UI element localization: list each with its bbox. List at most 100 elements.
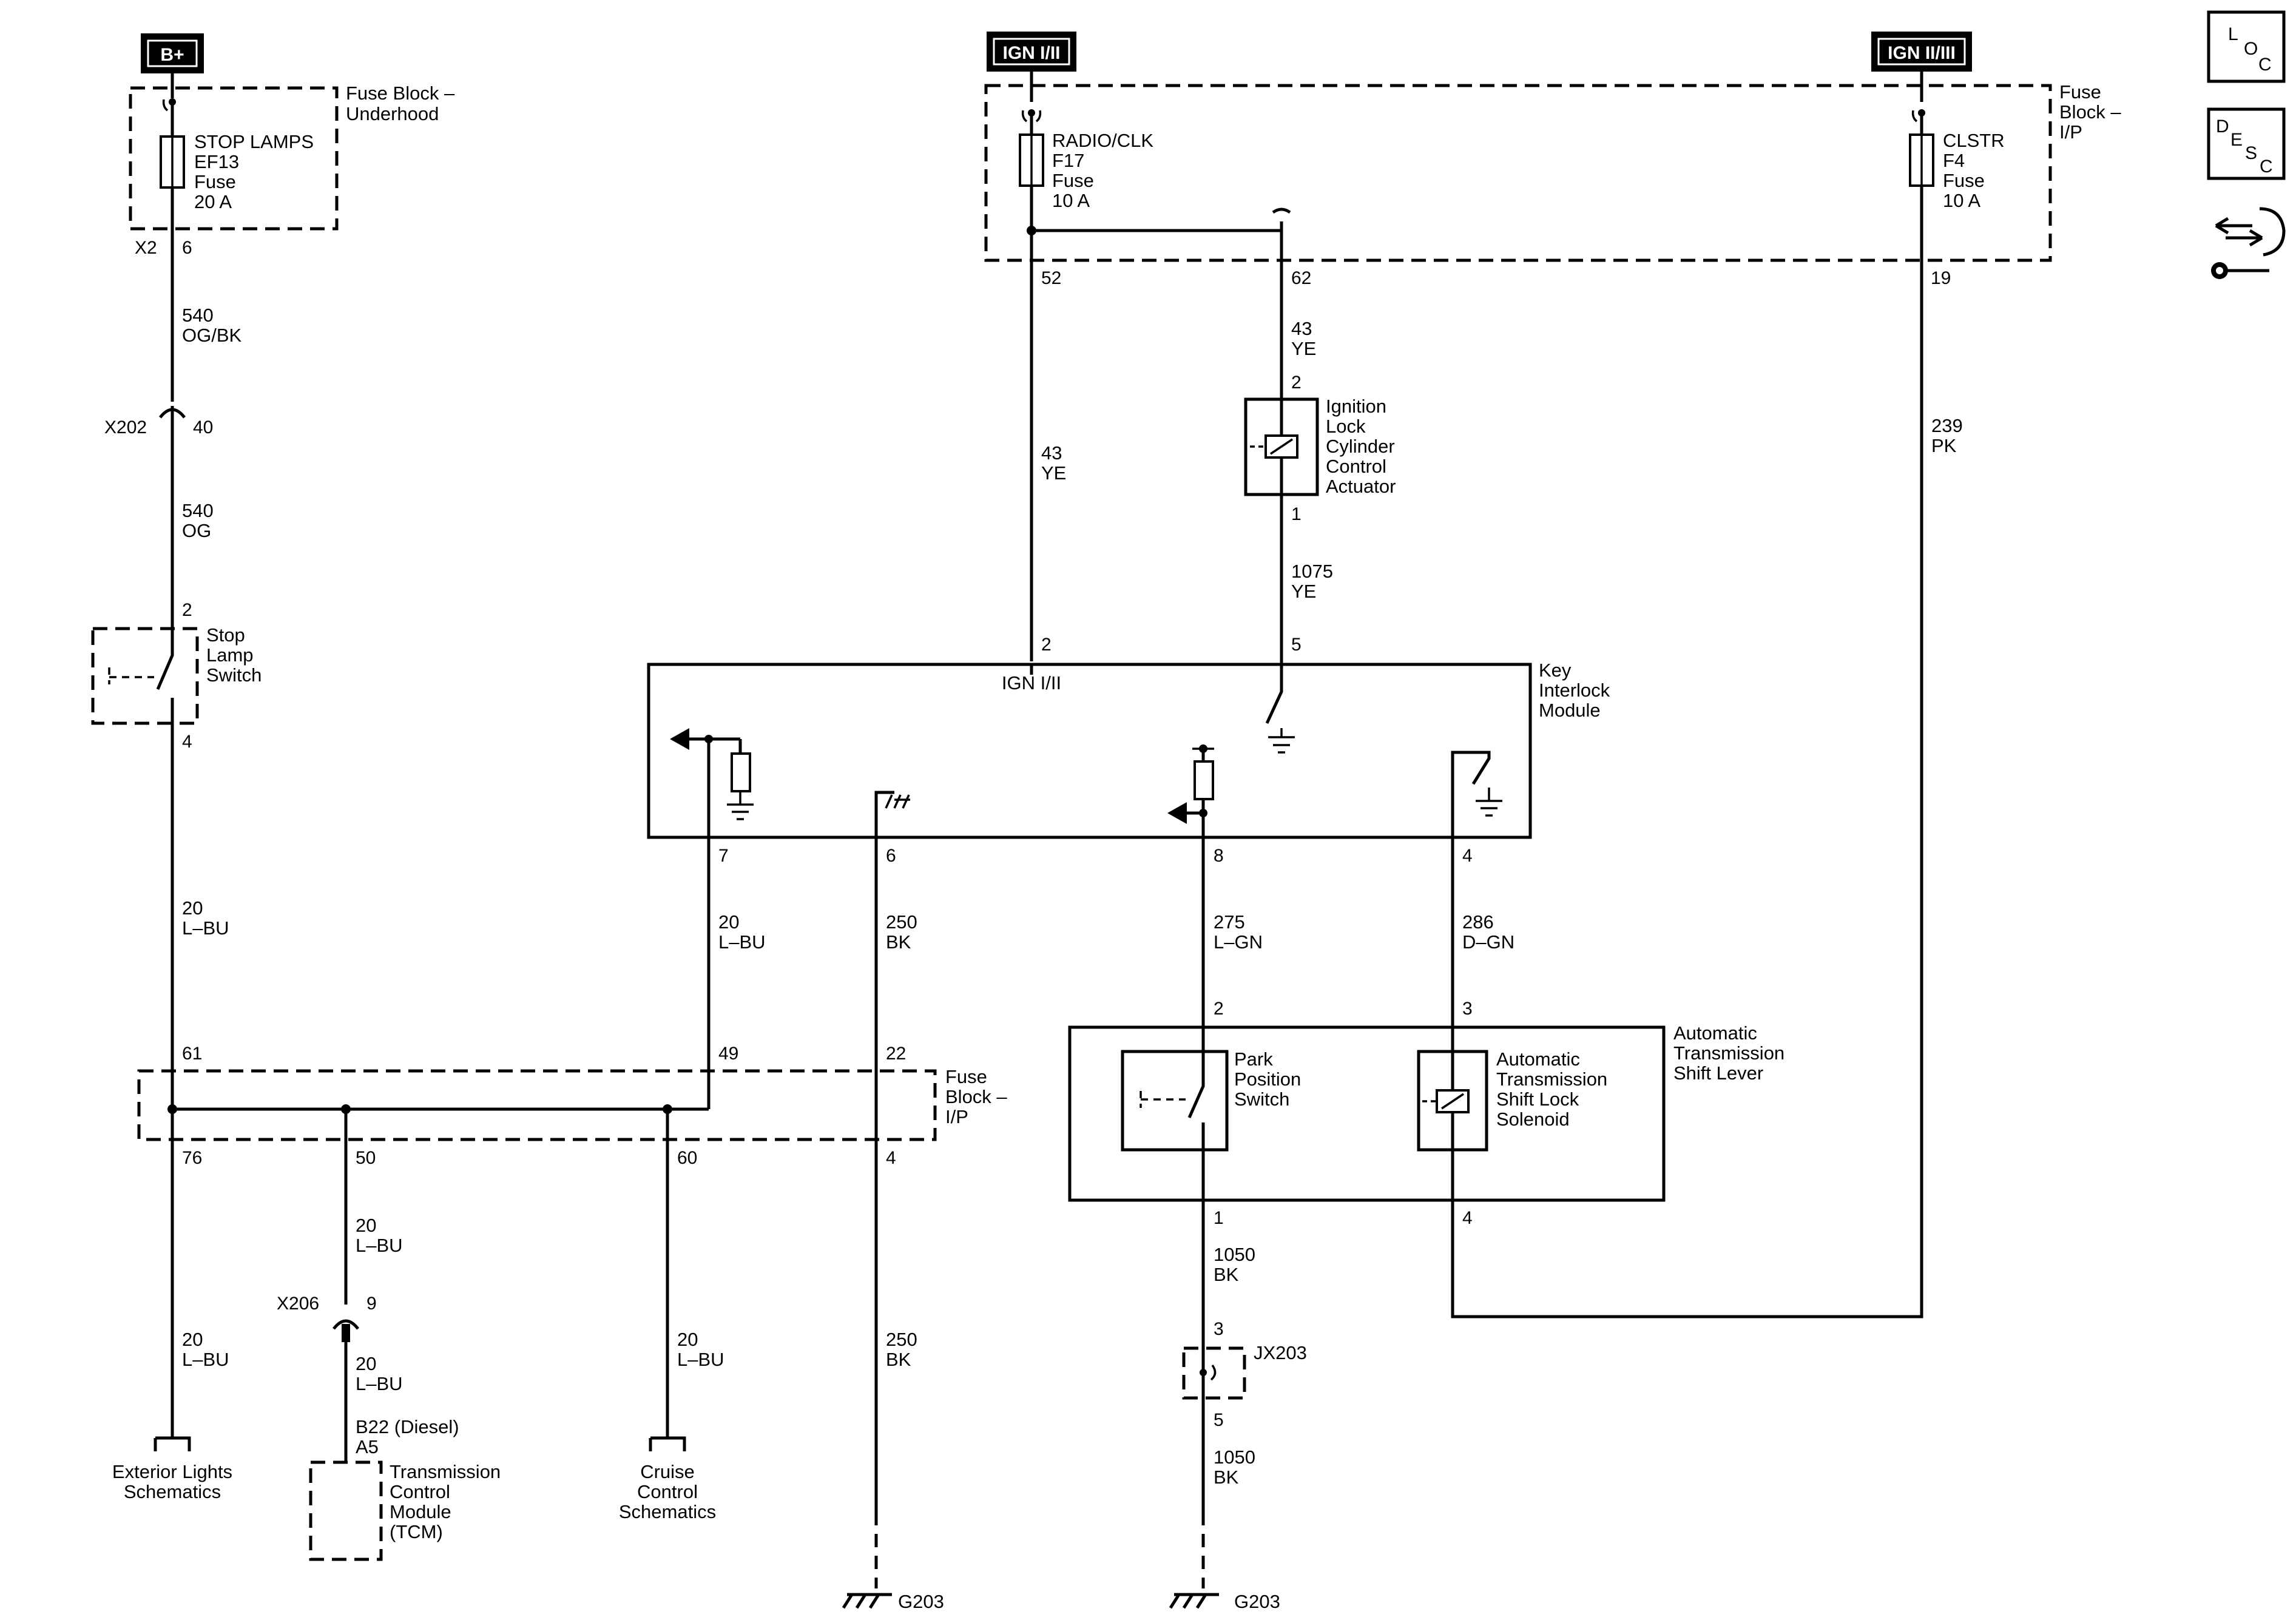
svg-text:10 A: 10 A bbox=[1943, 190, 1980, 211]
svg-text:Interlock: Interlock bbox=[1539, 680, 1610, 701]
desc-icon[interactable]: D E S C bbox=[2207, 107, 2286, 180]
park-position-switch-box bbox=[1121, 1050, 1229, 1152]
svg-text:1: 1 bbox=[1291, 504, 1302, 524]
svg-text:Stop: Stop bbox=[206, 624, 245, 646]
svg-text:IGN I/II: IGN I/II bbox=[1002, 672, 1061, 694]
svg-text:6: 6 bbox=[886, 846, 896, 866]
svg-text:CLSTR: CLSTR bbox=[1943, 130, 2005, 151]
svg-text:Fuse: Fuse bbox=[1943, 170, 1985, 191]
svg-text:E: E bbox=[2230, 130, 2243, 150]
svg-text:L: L bbox=[2228, 24, 2238, 44]
svg-text:YE: YE bbox=[1291, 581, 1316, 602]
svg-text:4: 4 bbox=[1462, 1208, 1473, 1228]
svg-text:C: C bbox=[2260, 157, 2273, 177]
key-interlock-module-box bbox=[647, 663, 1532, 839]
jx203-label: JX203 bbox=[1254, 1342, 1307, 1363]
svg-text:B22 (Diesel): B22 (Diesel) bbox=[356, 1416, 459, 1437]
svg-text:Schematics[interactable]: Schematics bbox=[619, 1501, 716, 1522]
svg-text:Actuator: Actuator bbox=[1326, 476, 1396, 497]
svg-text:Fuse: Fuse bbox=[1052, 170, 1094, 191]
park-switch-contact bbox=[1187, 1027, 1205, 1119]
fuse-block-ip-top-title: Fuse bbox=[2059, 81, 2101, 103]
ign-1-2-power-label: IGN I/II bbox=[987, 32, 1076, 72]
svg-text:Lamp: Lamp bbox=[206, 644, 254, 666]
svg-text:250: 250 bbox=[886, 911, 917, 933]
svg-text:49: 49 bbox=[718, 1044, 738, 1064]
svg-text:BK: BK bbox=[886, 931, 911, 953]
svg-text:61: 61 bbox=[182, 1044, 202, 1064]
svg-text:20 A: 20 A bbox=[194, 191, 232, 212]
svg-text:IGN I/II: IGN I/II bbox=[1002, 43, 1060, 63]
svg-text:Position: Position bbox=[1234, 1068, 1301, 1090]
svg-text:4: 4 bbox=[1462, 846, 1473, 866]
svg-text:2: 2 bbox=[1041, 635, 1052, 655]
loc-icon[interactable]: L O C bbox=[2207, 10, 2286, 83]
svg-text:2: 2 bbox=[1214, 999, 1224, 1019]
shift-lever-box bbox=[1068, 1025, 1666, 1202]
svg-text:60: 60 bbox=[677, 1148, 697, 1168]
svg-text:BK: BK bbox=[1214, 1264, 1239, 1285]
svg-text:43: 43 bbox=[1041, 442, 1062, 464]
svg-text:Control: Control bbox=[390, 1481, 450, 1502]
svg-text:Transmission: Transmission bbox=[1496, 1068, 1607, 1090]
svg-text:G203: G203 bbox=[898, 1591, 944, 1612]
svg-text:Block –: Block – bbox=[945, 1086, 1007, 1107]
svg-text:L–BU: L–BU bbox=[356, 1235, 403, 1256]
svg-text:IGN II/III: IGN II/III bbox=[1888, 43, 1956, 63]
svg-text:20: 20 bbox=[677, 1329, 698, 1350]
svg-text:20: 20 bbox=[182, 1329, 203, 1350]
ground-g203-icon bbox=[842, 1593, 892, 1609]
svg-text:Lock: Lock bbox=[1326, 416, 1366, 437]
svg-text:F17: F17 bbox=[1052, 150, 1084, 171]
svg-text:Transmission: Transmission bbox=[1673, 1042, 1784, 1064]
svg-text:2: 2 bbox=[182, 600, 192, 620]
svg-text:Park: Park bbox=[1234, 1048, 1273, 1070]
svg-text:L–BU: L–BU bbox=[182, 917, 229, 939]
svg-text:3: 3 bbox=[1462, 999, 1473, 1019]
svg-text:S: S bbox=[2245, 143, 2257, 163]
svg-text:Control: Control bbox=[1326, 456, 1386, 477]
svg-text:O: O bbox=[2244, 39, 2258, 59]
svg-text:19: 19 bbox=[1931, 268, 1951, 288]
svg-text:Fuse: Fuse bbox=[194, 171, 236, 192]
svg-text:6: 6 bbox=[182, 238, 192, 258]
jx203-outline bbox=[1182, 1346, 1246, 1400]
pin8-resistor-icon bbox=[1194, 760, 1214, 800]
connector-wrench-icon[interactable] bbox=[2211, 207, 2286, 279]
svg-text:L–BU: L–BU bbox=[718, 931, 766, 953]
exterior-lights-schematics-link[interactable]: Exterior Lights bbox=[112, 1461, 232, 1482]
svg-text:C: C bbox=[2258, 55, 2272, 75]
svg-text:Module: Module bbox=[1539, 700, 1601, 721]
fuse-block-ip-bottom-title: Fuse bbox=[945, 1066, 987, 1087]
x202-connector bbox=[159, 387, 186, 419]
svg-text:9: 9 bbox=[366, 1294, 377, 1314]
svg-text:540: 540 bbox=[182, 500, 214, 521]
svg-text:Control[interactable]: Control bbox=[637, 1481, 698, 1502]
svg-text:Underhood: Underhood bbox=[346, 103, 439, 124]
svg-text:Switch: Switch bbox=[206, 664, 262, 686]
svg-text:Schematics[interactable]: Schematics bbox=[124, 1481, 221, 1502]
svg-text:286: 286 bbox=[1462, 911, 1494, 933]
cruise-control-schematics-link[interactable]: Cruise bbox=[640, 1461, 695, 1482]
svg-text:20: 20 bbox=[182, 897, 203, 919]
svg-text:RADIO/CLK: RADIO/CLK bbox=[1052, 130, 1153, 151]
x206-connector bbox=[333, 1319, 359, 1342]
svg-text:L–GN: L–GN bbox=[1214, 931, 1263, 953]
svg-text:10 A: 10 A bbox=[1052, 190, 1090, 211]
tcm-outline bbox=[309, 1460, 383, 1561]
svg-text:4: 4 bbox=[886, 1148, 896, 1168]
svg-text:D–GN: D–GN bbox=[1462, 931, 1514, 953]
ground-g203-icon bbox=[1169, 1593, 1219, 1609]
svg-text:YE: YE bbox=[1291, 338, 1316, 359]
svg-text:G203: G203 bbox=[1234, 1591, 1280, 1612]
svg-text:1: 1 bbox=[1214, 1208, 1224, 1228]
svg-text:I/P: I/P bbox=[945, 1106, 968, 1127]
chassis-ground-icon bbox=[885, 794, 910, 809]
exterior-lights-reference-icon bbox=[154, 1436, 191, 1451]
svg-text:1050: 1050 bbox=[1214, 1447, 1255, 1468]
svg-text:275: 275 bbox=[1214, 911, 1245, 933]
fuse-block-ip-top-outline bbox=[984, 84, 2052, 262]
svg-text:3: 3 bbox=[1214, 1319, 1224, 1339]
key-interlock-module-label: Key bbox=[1539, 660, 1572, 681]
